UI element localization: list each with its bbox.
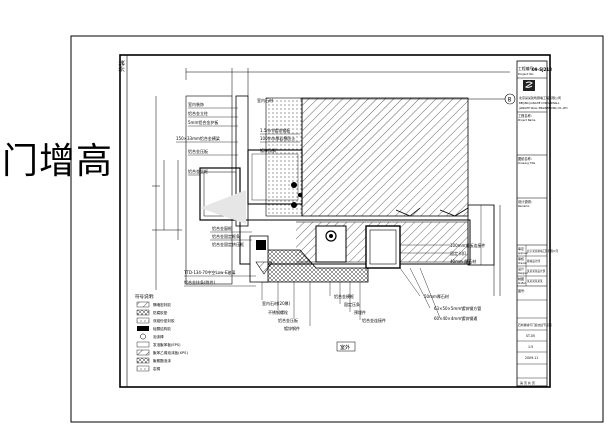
drafter-label-en: Drafter [518, 282, 526, 285]
scale-value: 1:5 [528, 345, 533, 349]
label-bottom-right-3: 60×40×4mm镀锌钢通 [434, 315, 477, 321]
label-left-7: 铝合金窗框 [212, 225, 232, 231]
label-top-2: 1.5mm镀锌钢板 [260, 127, 290, 133]
page-title: 门增高 [2, 141, 114, 182]
legend: 符号说明: 隔墙密封胶 防腐胶垫 双组份密封胶 硅酮结构胶 泡沫棒 发泡聚苯板(… [135, 293, 188, 372]
designer-name: 某某某某设计部 [527, 269, 546, 273]
label-left-5: 铝合金压板 [188, 148, 208, 154]
label-bottom-right-2: 63×50×5mm镀锌钢方管 [434, 305, 481, 311]
design-label-en: Remarks [518, 204, 530, 208]
approver-label: 审定 [518, 246, 524, 251]
project-name-label: 工程名称: [518, 113, 532, 118]
title-block: 工程编号: Project No. 09-SJ218 北京某某建筑幕墙工程有限公… [516, 60, 568, 387]
company-name-sub: BEIJING JIANGHE CURTAINWALL [519, 101, 560, 105]
designer-label-en: Designer [518, 272, 528, 275]
label-bottom-mid-4: 铝合金连接件 [362, 317, 386, 323]
steel-tube [365, 225, 401, 269]
label-top-1: 室内石材 [257, 97, 273, 103]
revision-label: 图号: [518, 288, 525, 293]
label-left-11: 铝合金扶条(附件) [184, 279, 216, 285]
project-no-label: 工程编号: [518, 66, 534, 71]
grid-marker-label: 8 [508, 97, 512, 104]
date-value: 2009.11 [525, 356, 538, 360]
label-left-1: 室内装饰 [188, 101, 204, 107]
sheet-inner-frame [119, 54, 551, 388]
mullion-profile [247, 149, 303, 205]
label-bottom-mid-3: 预埋件 [354, 309, 366, 315]
stone-wall-block [301, 97, 469, 217]
checker-label-en: Checker [518, 262, 527, 265]
legend-item-9: 岩棉 [153, 366, 161, 371]
design-label: 设计说明: [518, 199, 532, 204]
legend-item-4: 硅酮结构胶 [153, 326, 171, 331]
label-left-8: 铝合金固定框条 [212, 233, 240, 239]
legend-item-7: 聚苯乙烯泡沫板(XPS) [153, 350, 188, 355]
legend-item-6: 发泡聚苯板(EPS) [153, 342, 181, 347]
label-right-2: 固定卡扣 [450, 250, 466, 256]
view-label: 室外 [340, 344, 350, 351]
legend-item-3: 双组份密封胶 [153, 318, 175, 323]
legend-item-1: 隔墙密封胶 [153, 302, 171, 307]
label-bottom-mid-2: 固定压条 [344, 301, 360, 307]
drafter-label: 制图 [518, 276, 524, 281]
sheet-outer-border [70, 35, 604, 423]
drawing-title-value: 石材幕墙与门窗交接节点图 [518, 323, 552, 327]
legend-item-2: 防腐胶垫 [153, 310, 168, 315]
legend-item-5: 泡沫棒 [153, 334, 164, 339]
sheet-count: 第 页 共 页 [520, 380, 535, 385]
legend-item-8: 聚氨酯泡沫 [153, 358, 171, 363]
project-name-label-en: Project Name [518, 118, 536, 122]
label-bottom-left-4: 镀锌钢件 [284, 325, 300, 331]
approver-label-en: Approver [518, 252, 528, 255]
label-bottom-left-3: 铝合金压板 [278, 317, 298, 323]
checker-label: 审核 [518, 256, 524, 261]
label-left-9: 铝合金固定挤压框 [212, 241, 244, 247]
label-left-3: 5mm铝合金护板 [188, 119, 218, 125]
company-name-en: JIANGHE WALL ENGINEERING CO.,LTD [518, 106, 568, 110]
label-bottom-mid-1: 铝合金横框 [334, 293, 354, 299]
drafter-name: 某某某某某某 [527, 279, 543, 283]
label-left-4: 150×33mm铝合金横梁 [176, 135, 220, 141]
company-name-cn: 北京某某建筑幕墙工程有限公司 [519, 95, 561, 100]
label-bottom-left-1: 室内石材(20厚) [262, 300, 291, 306]
drawing-title-label: 图纸名称: [518, 156, 532, 161]
label-bottom-right-1: 50mm厚石材 [424, 293, 449, 299]
project-no: 09-SJ218 [532, 67, 552, 72]
sheet-vertical-text: 外装 [118, 60, 126, 72]
approver-name: 北京某某幕墙工程有限公司 [527, 249, 559, 253]
insulation-layer [265, 97, 303, 217]
label-right-1: 100mm钢板连接件 [450, 242, 485, 248]
label-top-3: 100mm厚岩棉防火 [260, 135, 295, 141]
label-left-2: 铝合金立柱 [188, 110, 208, 116]
drawing-no: ST-05 [526, 334, 535, 338]
project-no-label-en: Project No. [518, 72, 534, 76]
drawing-title-label-en: Drawing Title [518, 161, 536, 165]
detail-section: 8 [152, 68, 516, 352]
label-bottom-left-2: 不锈钢螺栓 [268, 309, 288, 315]
designer-label: 设计 [518, 266, 524, 271]
label-right-3: 40mm 厚石材 [450, 258, 476, 264]
label-left-6: 铝合金竖框 [188, 168, 208, 174]
label-left-10: TTD-134-70中空Low-E玻璃 [183, 269, 235, 275]
legend-title: 符号说明: [135, 293, 155, 300]
label-top-4: 镀锌角钢 [260, 147, 276, 153]
checker-name: 幕墙设计部 [527, 259, 540, 263]
